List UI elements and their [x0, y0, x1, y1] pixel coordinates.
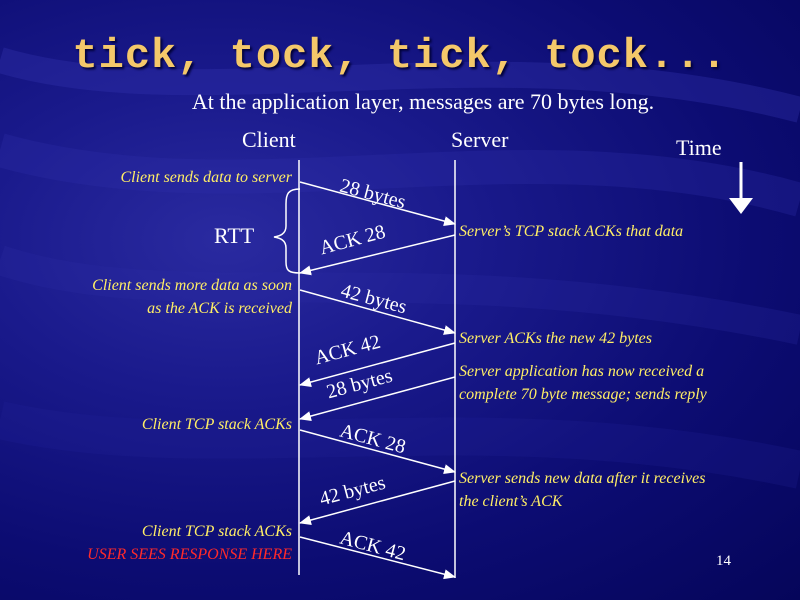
client-note-tcp-acks-1: Client TCP stack ACKs [141, 416, 292, 433]
server-note-sends-new-1: Server sends new data after it receives [459, 470, 706, 487]
time-label: Time [676, 135, 722, 160]
server-column-header: Server [451, 127, 509, 152]
msg-arrow-2 [299, 234, 456, 276]
client-note-sends-more-1: Client sends more data as soon [92, 277, 292, 294]
msg-arrow-8 [299, 536, 456, 580]
client-note-user-sees: USER SEES RESPONSE HERE [87, 546, 292, 563]
rtt-label: RTT [214, 223, 255, 248]
server-note-acks-new: Server ACKs the new 42 bytes [459, 330, 653, 347]
client-note-sends-data: Client sends data to server [120, 169, 292, 186]
rtt-brace [273, 188, 301, 274]
slide-title: tick, tock, tick, tock... [72, 32, 728, 80]
server-note-app-received-1: Server application has now received a [459, 363, 705, 380]
page-number: 14 [716, 553, 731, 569]
server-note-tcp-acks: Server’s TCP stack ACKs that data [459, 223, 684, 240]
msg-arrow-4 [299, 342, 456, 387]
msg-arrow-1 [299, 181, 456, 226]
client-note-tcp-acks-2: Client TCP stack ACKs [141, 523, 292, 540]
client-column-header: Client [242, 127, 296, 152]
server-note-app-received-2: complete 70 byte message; sends reply [459, 386, 707, 403]
msg-arrow-3 [299, 289, 456, 335]
client-note-sends-more-2: as the ACK is received [147, 300, 292, 317]
msg-arrow-7 [299, 480, 456, 525]
msg-arrow-6 [299, 429, 456, 474]
msg-arrow-5 [299, 376, 456, 421]
slide-subtitle: At the application layer, messages are 7… [191, 89, 655, 114]
time-arrow-head [729, 198, 753, 214]
server-note-sends-new-2: the client’s ACK [459, 493, 563, 510]
